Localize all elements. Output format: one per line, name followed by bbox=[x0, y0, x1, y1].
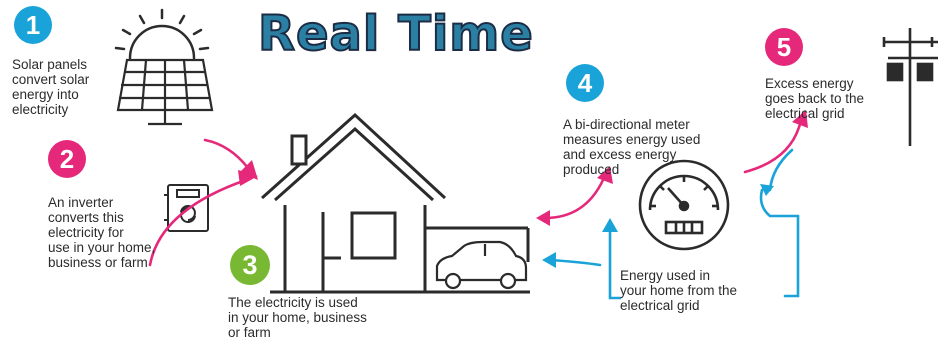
step-4-badge: 4 bbox=[566, 64, 604, 102]
step-3-text: The electricity is used in your home, bu… bbox=[228, 295, 367, 340]
step-5-text: Excess energy goes back to the electrica… bbox=[765, 76, 865, 121]
step-2-badge: 2 bbox=[48, 140, 86, 178]
cyan-arrowheads bbox=[542, 184, 774, 268]
step-5-badge: 5 bbox=[765, 28, 803, 66]
grid-energy-text: Energy used in your home from the electr… bbox=[620, 268, 738, 313]
step-1-badge: 1 bbox=[14, 6, 52, 44]
page-title: Real Time bbox=[257, 5, 534, 63]
meter-icon bbox=[638, 159, 730, 251]
solar-panel-icon bbox=[116, 58, 214, 126]
inverter-icon bbox=[164, 184, 209, 232]
car-icon bbox=[435, 240, 528, 290]
step-4-text: A bi-directional meter measures energy u… bbox=[563, 117, 701, 177]
power-pole-icon bbox=[882, 28, 938, 146]
step-2-text: An inverter converts this electricity fo… bbox=[48, 195, 156, 270]
magenta-arrowheads bbox=[238, 110, 808, 226]
house-icon bbox=[261, 112, 530, 294]
step-3-badge: 3 bbox=[230, 245, 270, 285]
magenta-arrows bbox=[148, 122, 802, 267]
sun-icon bbox=[114, 8, 210, 60]
step-1-text: Solar panels convert solar energy into e… bbox=[12, 57, 90, 117]
